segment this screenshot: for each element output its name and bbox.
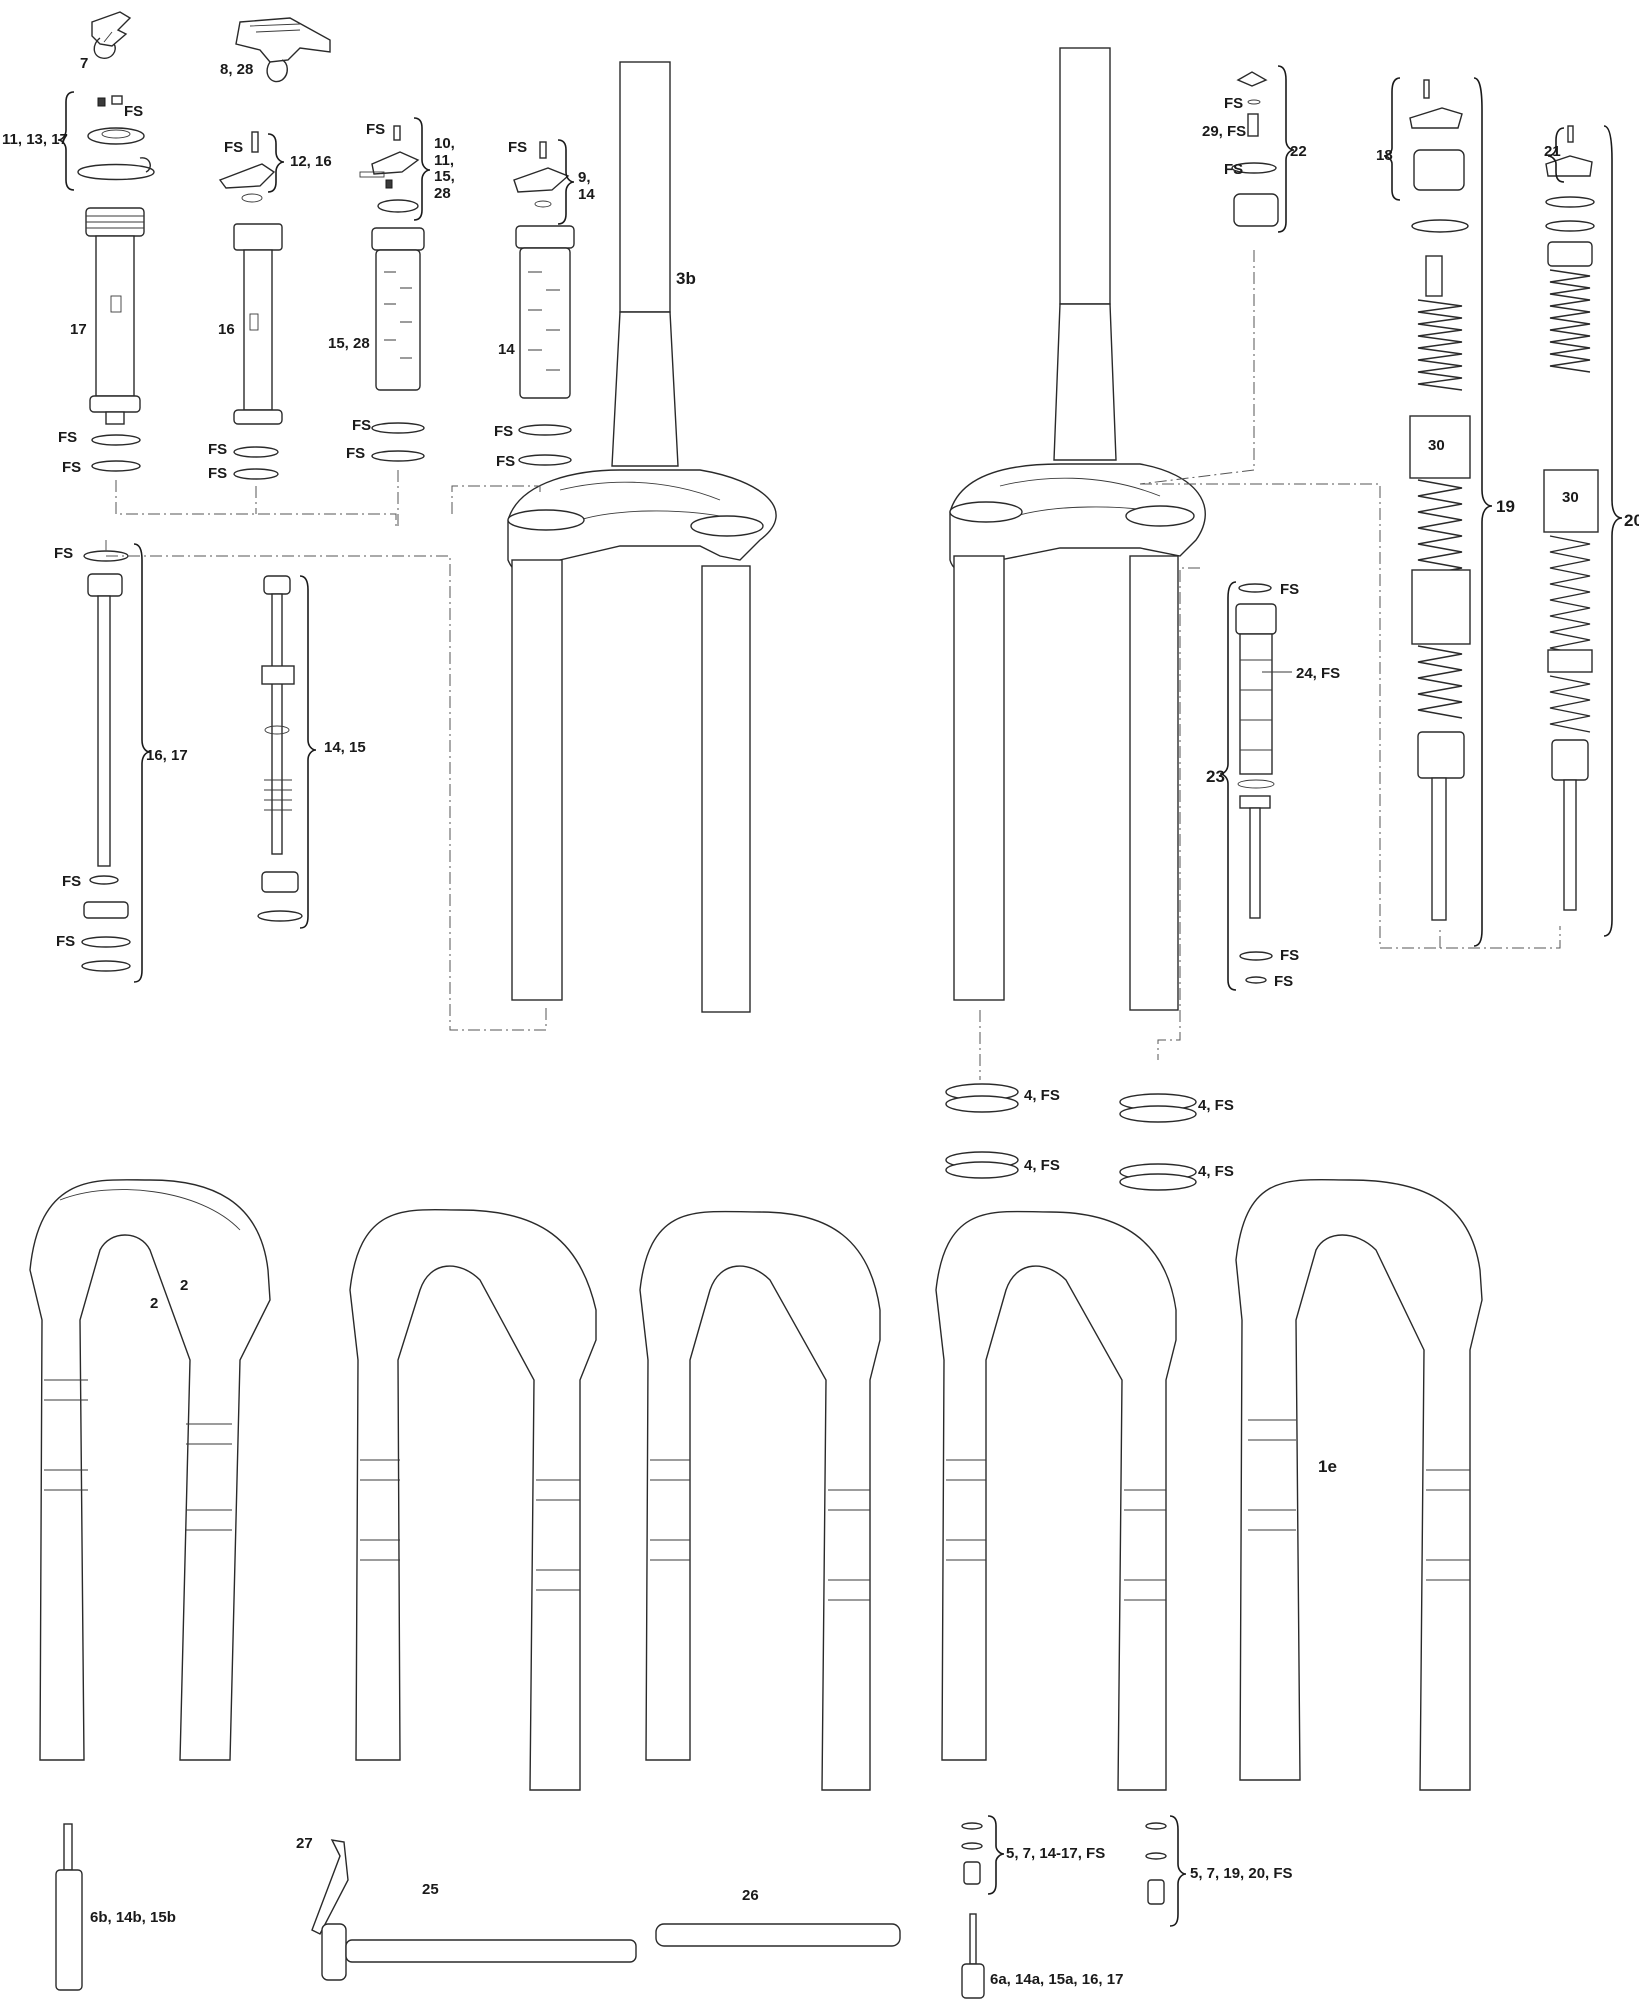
- label-4-fs: 4, FS: [1024, 1087, 1060, 1104]
- label-fs: FS: [208, 465, 228, 482]
- label-26: 26: [742, 1887, 759, 1904]
- label-fs: FS: [366, 121, 386, 138]
- cartridge-16: [218, 131, 283, 480]
- tool-6b: [55, 1823, 83, 1991]
- label-8-28: 8, 28: [220, 61, 254, 78]
- label-14-15: 14, 15: [324, 739, 366, 756]
- remote-lever-7: [91, 11, 132, 59]
- label-5-7-19-20-fs: 5, 7, 19, 20, FS: [1190, 1865, 1293, 1882]
- coil-spring-assembly-19: [1409, 79, 1471, 921]
- label-19: 19: [1496, 497, 1515, 516]
- label-fs: FS: [208, 441, 228, 458]
- label-12-16: 12, 16: [290, 153, 332, 170]
- label-1e: 1e: [1318, 1457, 1337, 1476]
- damper-shaft-14-15: [257, 575, 303, 922]
- label-18: 18: [1376, 147, 1393, 164]
- label-fs: FS: [56, 933, 76, 950]
- remote-8-28: [235, 17, 331, 83]
- label-7: 7: [80, 55, 89, 72]
- label-4-fs: 4, FS: [1198, 1163, 1234, 1180]
- label-fs: FS: [346, 445, 366, 462]
- label-14: 14: [498, 341, 515, 358]
- cartridge-14: [513, 141, 575, 466]
- label-6a-14a-15a-16-17: 6a, 14a, 15a, 16, 17: [990, 1971, 1124, 1988]
- label-30: 30: [1562, 489, 1579, 506]
- lower-leg-1: [29, 1179, 271, 1761]
- label-17: 17: [70, 321, 87, 338]
- label-20: 20: [1624, 511, 1639, 530]
- label-fs: FS: [1274, 973, 1294, 990]
- label-24-fs: 24, FS: [1296, 665, 1341, 682]
- braces: [57, 65, 1623, 1927]
- top-cap-22: [1231, 71, 1279, 227]
- label-5-7-14-17-fs: 5, 7, 14-17, FS: [1006, 1845, 1106, 1862]
- label-4-fs: 4, FS: [1024, 1157, 1060, 1174]
- label-25: 25: [422, 1881, 439, 1898]
- lower-leg-1e: [1235, 1179, 1483, 1791]
- axle-25-27: [311, 1839, 637, 1981]
- label-fs: FS: [62, 873, 82, 890]
- label-10-11-15-28: 10, 11, 15, 28: [434, 135, 455, 202]
- lower-leg-2: [349, 1209, 597, 1791]
- crown-steerer: [949, 47, 1206, 1011]
- damper-shaft-16-17: [81, 550, 131, 972]
- label-30: 30: [1428, 437, 1445, 454]
- label-fs: FS: [62, 459, 82, 476]
- dust-seals-4: [945, 1083, 1197, 1191]
- label-15-28: 15, 28: [328, 335, 370, 352]
- label-fs: FS: [224, 139, 244, 156]
- label-9-14: 9, 14: [578, 169, 595, 203]
- label-2: 2: [150, 1295, 159, 1312]
- label-16: 16: [218, 321, 235, 338]
- label-fs: FS: [1224, 161, 1244, 178]
- crown-steerer-3b: [507, 61, 777, 1013]
- label-16-17: 16, 17: [146, 747, 188, 764]
- label-4-fs: 4, FS: [1198, 1097, 1234, 1114]
- label-29-fs: 29, FS: [1202, 123, 1247, 140]
- label-2: 2: [180, 1277, 189, 1294]
- label-fs: FS: [1280, 947, 1300, 964]
- cartridge-15-28: [359, 125, 425, 462]
- label-fs: FS: [1224, 95, 1244, 112]
- label-22: 22: [1290, 143, 1307, 160]
- hardware-5-7-19-20: [1145, 1822, 1167, 1905]
- coil-spring-assembly-20: [1543, 125, 1599, 911]
- label-21: 21: [1544, 143, 1561, 160]
- label-fs: FS: [58, 429, 78, 446]
- label-11-13-17: 11, 13, 17: [2, 131, 68, 148]
- label-6b-14b-15b: 6b, 14b, 15b: [90, 1909, 176, 1926]
- assembly-lines: [105, 250, 1561, 1080]
- label-27: 27: [296, 1835, 313, 1852]
- axle-26: [655, 1923, 901, 1947]
- label-fs: FS: [496, 453, 516, 470]
- tool-6a: [961, 1913, 985, 1999]
- label-fs: FS: [352, 417, 372, 434]
- lower-leg-4: [935, 1210, 1177, 1791]
- label-fs: FS: [494, 423, 514, 440]
- label-fs: FS: [508, 139, 528, 156]
- label-3b: 3b: [676, 269, 696, 288]
- label-fs: FS: [54, 545, 74, 562]
- cartridge-17: [77, 95, 155, 472]
- label-fs: FS: [124, 103, 144, 120]
- lower-leg-3: [639, 1210, 881, 1791]
- label-23: 23: [1206, 767, 1225, 786]
- damper-23: [1235, 583, 1277, 984]
- label-fs: FS: [1280, 581, 1300, 598]
- hardware-5-7-14-17: [961, 1822, 983, 1885]
